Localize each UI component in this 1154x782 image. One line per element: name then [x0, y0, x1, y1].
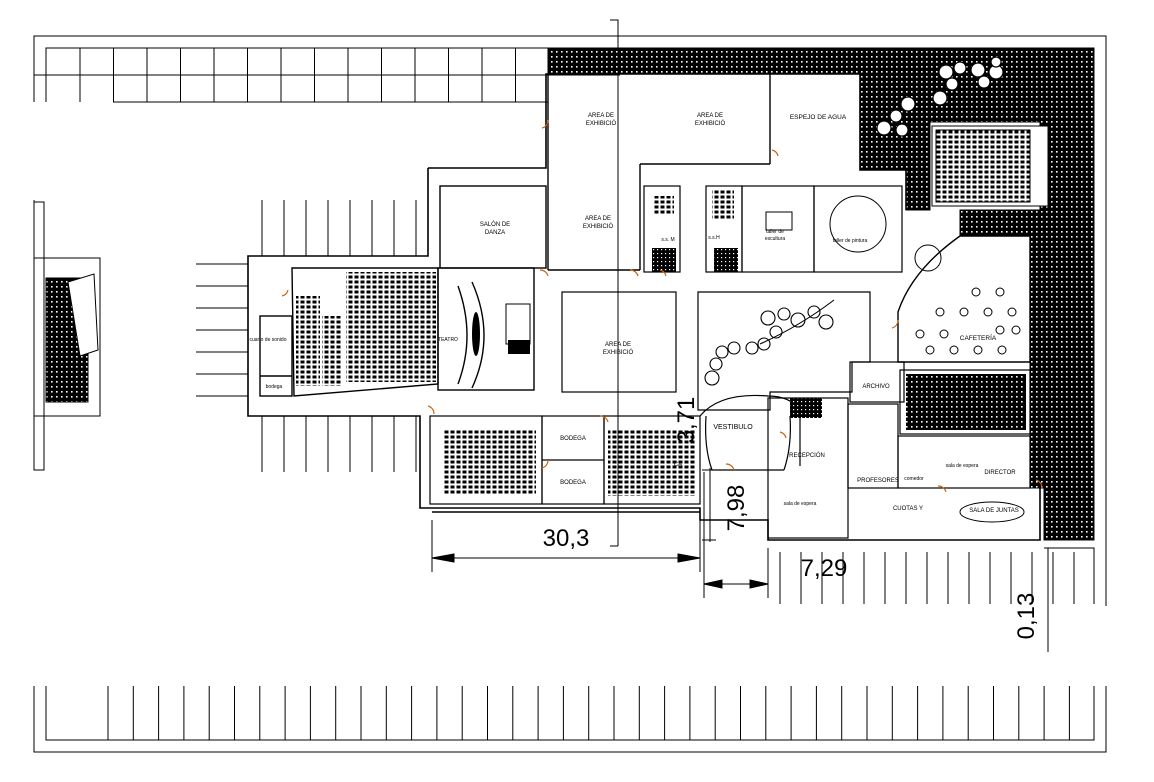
label-sala-espera: sala de espera	[784, 501, 817, 507]
label-teatro: TEATRO	[438, 337, 458, 343]
label-sala-espera-2: sala de espera	[946, 463, 979, 469]
label-profesores: PROFESORES	[857, 478, 899, 484]
lobby-trees	[704, 299, 835, 386]
label-sala-juntas: SALA DE JUNTAS	[969, 508, 1019, 514]
dimension-lines	[431, 468, 1049, 652]
theatre-seating-3	[322, 316, 342, 386]
exhibition-walls	[439, 74, 771, 271]
parking-bottom	[45, 686, 1095, 741]
toilet-fixtures-h	[712, 190, 734, 220]
library-shelves-left	[444, 430, 536, 494]
sculpture-table	[765, 211, 793, 231]
reception-desk	[790, 398, 822, 418]
right-parking-outline	[1044, 547, 1095, 604]
cafeteria-table	[935, 307, 945, 317]
theatre-block	[259, 267, 535, 397]
theatre-seating-1	[296, 296, 320, 386]
cafeteria-table	[997, 345, 1007, 355]
stair-dark	[508, 340, 530, 354]
dim-30-3: 30,3	[543, 525, 590, 552]
label-vestibulo: VESTIBULO	[713, 424, 753, 431]
painting-circle	[829, 195, 887, 253]
junta-table	[959, 501, 1025, 523]
cafeteria-outline	[897, 235, 1031, 363]
label-taller-pintura: taller de pintura	[833, 238, 868, 244]
cafeteria-table	[1007, 307, 1017, 317]
cafeteria-table	[973, 345, 983, 355]
building-outline	[247, 73, 1041, 541]
section-cut-line	[610, 19, 619, 547]
cafeteria-table	[925, 345, 935, 355]
label-ss-m: s.s. M	[661, 237, 674, 243]
area-exhibicion-central	[561, 291, 677, 393]
parking-stalls-bottom	[107, 686, 1070, 740]
label-biblioteca-fragment: CA	[674, 462, 682, 468]
door-swings	[281, 119, 1043, 493]
cafeteria-tables	[915, 287, 1021, 355]
parking-stalls-right	[779, 552, 1075, 604]
label-cafeteria: CAFETERÍA	[960, 333, 997, 342]
dimension-texts: 30,3 3,71 7,98 7,29 0,13	[543, 397, 1040, 640]
left-vehicle	[67, 273, 99, 357]
label-bodega-2: BODEGA	[560, 480, 586, 486]
cafeteria-table	[971, 287, 981, 297]
parking-stalls-top	[79, 48, 548, 103]
label-archivo: ARCHIVO	[862, 384, 890, 390]
landscape-island-seating	[935, 129, 1031, 203]
cafeteria-table	[995, 287, 1005, 297]
label-bodega-1: BODEGA	[560, 436, 586, 442]
parking-top	[45, 47, 548, 102]
label-cuotas: CUOTAS Y	[893, 506, 923, 512]
dim-0-13: 0,13	[1013, 593, 1040, 640]
stage-element	[472, 312, 480, 356]
label-director: DIRECTOR	[984, 470, 1016, 476]
label-espejo-agua: ESPEJO DE AGUA	[790, 114, 847, 121]
dim-7-98: 7,98	[723, 485, 750, 532]
cafeteria-table	[939, 329, 949, 339]
label-recepcion: RECEPCIÓN	[789, 452, 825, 459]
label-ss-h: s.s.H	[708, 235, 720, 241]
label-bodega-small: bodega	[266, 384, 283, 390]
library-shelves-right	[608, 430, 696, 496]
toilet-fixtures-m	[654, 196, 674, 214]
cafeteria-table	[959, 307, 969, 317]
theatre-seating-2	[346, 272, 436, 382]
cafeteria-table	[995, 325, 1005, 335]
cafeteria-table	[949, 345, 959, 355]
cafeteria-table	[1011, 325, 1021, 335]
left-parking-lot	[33, 257, 101, 417]
cafeteria-table	[915, 329, 925, 339]
parking-stalls-left	[196, 200, 417, 472]
cafeteria-table	[983, 307, 993, 317]
stair-block	[505, 303, 531, 345]
cafeteria-column	[914, 244, 942, 272]
archive-hatch	[906, 374, 1026, 430]
label-comedor: comedor	[904, 476, 924, 482]
restroom-hatch-h	[714, 248, 738, 272]
label-cuarto-sonido: cuarto de sonido	[250, 337, 287, 343]
library-block	[429, 415, 701, 505]
courtyard-outline	[697, 291, 871, 411]
dim-3-71: 3,71	[673, 397, 700, 444]
restroom-hatch-m	[652, 248, 676, 272]
trees-cluster	[876, 56, 1004, 137]
dim-7-29: 7,29	[801, 555, 848, 582]
